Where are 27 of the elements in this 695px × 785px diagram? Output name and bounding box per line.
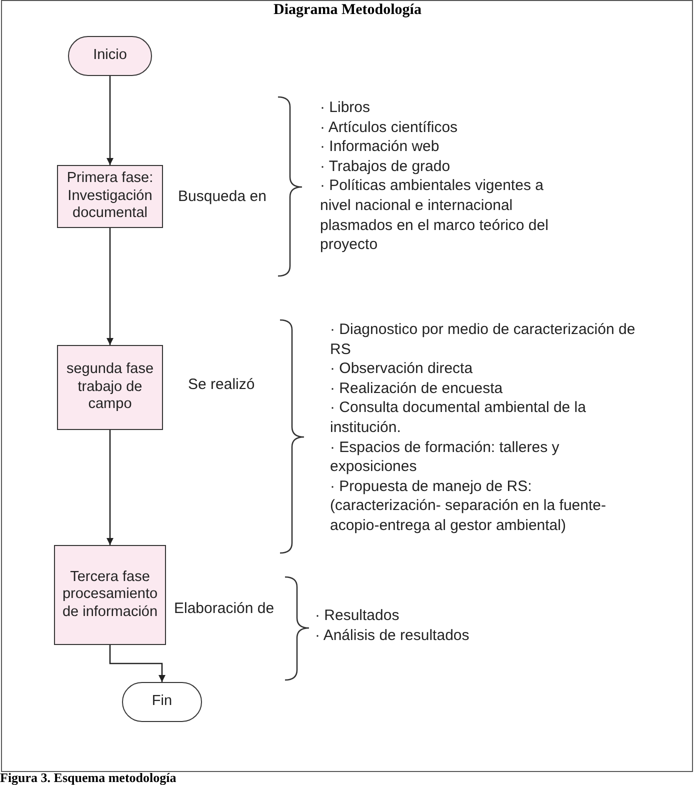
bullet-item: · Resultados: [315, 606, 400, 626]
bullet-item: · Observación directa: [330, 359, 474, 379]
arrow: [106, 228, 114, 345]
arrow: [106, 430, 114, 545]
bullet-item: · Realización de encuesta: [330, 378, 504, 398]
bullet-item: · Espacios de formación: talleres y exposiciones: [330, 438, 560, 477]
bullet-item: · Trabajos de grado: [320, 156, 452, 176]
bullet-item: · Libros: [320, 98, 372, 118]
bullet-item: · Información web: [320, 137, 440, 157]
process-box: Tercera fase procesamiento de información: [54, 545, 166, 645]
phase-note: Busqueda en: [178, 188, 266, 205]
phase-note: Elaboración de: [174, 600, 274, 617]
process-box: segunda fase trabajo de campo: [57, 345, 163, 430]
bullet-item: · Análisis de resultados: [315, 626, 470, 646]
figure-caption: Figura 3. Esquema metodología: [0, 770, 176, 785]
terminal-shape: Fin: [122, 682, 202, 722]
diagram-title: Diagrama Metodología: [272, 2, 422, 19]
bullet-item: · Políticas ambientales vigentes a nivel nacional e internacional plasmados en el marco teórico del proyecto: [320, 176, 550, 255]
phase-note: Se realizó: [188, 376, 255, 393]
bullet-item: · Artículos científicos: [320, 118, 459, 138]
bullet-item: · Consulta documental ambiental de la institución.: [330, 398, 587, 438]
process-box: Primera fase: Investigación documental: [57, 165, 163, 228]
bullet-item: · Propuesta de manejo de RS: (caracterización- separación en la fuente-acopio-entrega al gestor ambiental): [330, 476, 607, 536]
arrow: [106, 76, 114, 165]
arrow: [109, 645, 166, 682]
terminal-shape: Inicio: [68, 36, 152, 76]
bullet-item: · Diagnostico por medio de caracterización de RS: [330, 320, 636, 360]
